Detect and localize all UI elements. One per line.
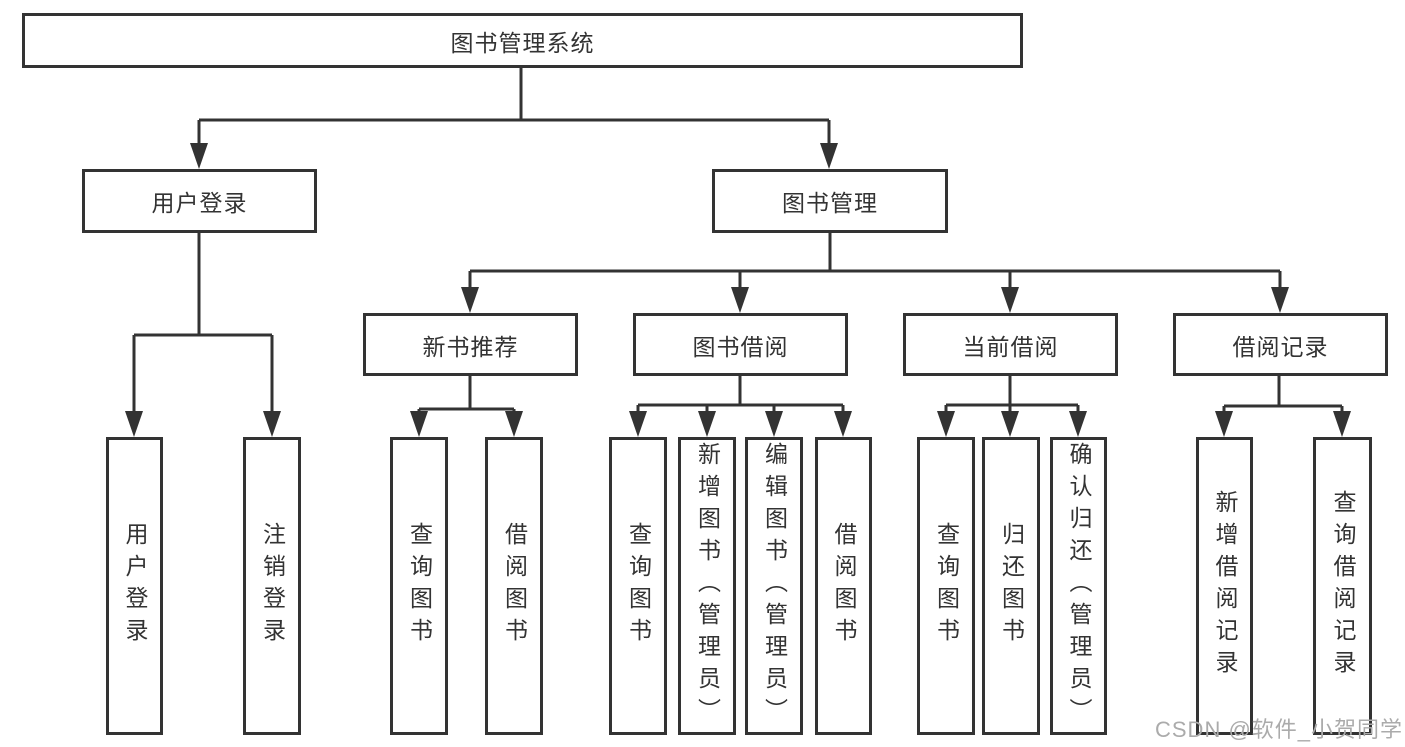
leaf-label: 新增图书（管理员）	[694, 442, 721, 730]
leaf-label: 借阅图书	[831, 522, 857, 650]
node-label: 图书借阅	[692, 333, 789, 360]
leaf-label: 确认归还（管理员）	[1066, 442, 1092, 730]
node-user-login: 用户登录	[82, 169, 317, 233]
node-new-book-recommendation: 新书推荐	[363, 313, 578, 376]
arrowheads-root-to-level2	[190, 143, 838, 169]
connector-book-management	[468, 232, 1282, 290]
connector-current-borrowing	[944, 376, 1080, 416]
node-current-borrowing: 当前借阅	[903, 313, 1118, 376]
connector-borrowing-records	[1222, 376, 1344, 416]
leaf-query-books-current: 查询图书	[917, 437, 975, 735]
arrowheads-current-borrowing	[937, 411, 1087, 437]
node-label: 新书推荐	[422, 333, 519, 360]
leaf-user-login: 用户登录	[106, 437, 163, 735]
leaf-confirm-return-admin: 确认归还（管理员）	[1050, 437, 1107, 735]
leaf-query-books-recommend: 查询图书	[390, 437, 448, 735]
leaf-borrow-books-borrowing: 借阅图书	[815, 437, 872, 735]
node-label: 借阅记录	[1232, 333, 1329, 360]
leaf-label: 查询借阅记录	[1330, 490, 1356, 682]
leaf-label: 编辑图书（管理员）	[761, 442, 788, 730]
leaf-label: 查询图书	[933, 522, 960, 650]
arrowheads-new-book-recommendation	[410, 411, 523, 437]
node-library-management-system: 图书管理系统	[22, 13, 1023, 68]
connector-book-borrowing	[636, 376, 845, 416]
leaf-label: 查询图书	[625, 522, 652, 650]
leaf-return-books: 归还图书	[982, 437, 1040, 735]
node-label: 图书管理系统	[450, 29, 595, 56]
leaf-query-borrow-record: 查询借阅记录	[1313, 437, 1372, 735]
arrowheads-borrowing-records	[1215, 411, 1351, 437]
node-book-management: 图书管理	[712, 169, 948, 233]
connector-new-book-recommendation	[417, 376, 516, 416]
node-label: 当前借阅	[962, 333, 1059, 360]
node-borrowing-records: 借阅记录	[1173, 313, 1388, 376]
csdn-watermark: CSDN @软件_小贺同学	[1155, 717, 1404, 742]
arrowheads-book-borrowing	[629, 411, 852, 437]
leaf-edit-books-admin: 编辑图书（管理员）	[745, 437, 803, 735]
leaf-label: 用户登录	[122, 522, 148, 650]
node-book-borrowing: 图书借阅	[633, 313, 848, 376]
leaf-label: 注销登录	[259, 522, 286, 650]
node-label: 用户登录	[151, 190, 248, 216]
leaf-label: 借阅图书	[501, 522, 528, 650]
leaf-label: 归还图书	[998, 522, 1025, 650]
leaf-label: 新增借阅记录	[1212, 490, 1238, 682]
arrowheads-user-login	[125, 411, 281, 437]
connector-root-to-level2	[197, 68, 831, 146]
node-label: 图书管理	[782, 190, 878, 216]
leaf-borrow-books-recommend: 借阅图书	[485, 437, 543, 735]
leaf-query-books-borrowing: 查询图书	[609, 437, 667, 735]
leaf-add-books-admin: 新增图书（管理员）	[678, 437, 736, 735]
arrowheads-book-management	[461, 287, 1289, 313]
leaf-add-borrow-record: 新增借阅记录	[1196, 437, 1253, 735]
leaf-label: 查询图书	[406, 522, 433, 650]
connector-user-login	[132, 233, 274, 414]
leaf-logout: 注销登录	[243, 437, 301, 735]
